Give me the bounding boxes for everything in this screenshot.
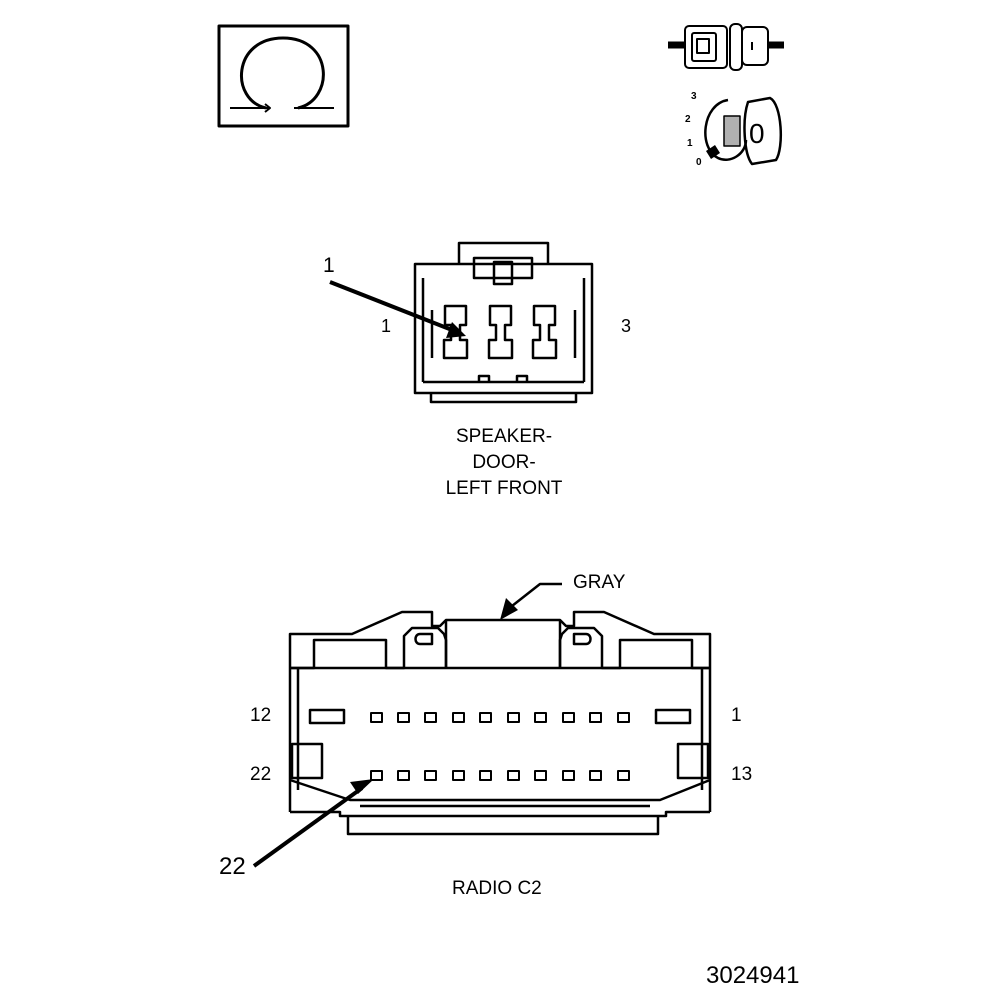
radio-top-cavity: [479, 712, 492, 723]
speaker-cavity-1: [442, 304, 469, 360]
key-position-1: 1: [687, 138, 693, 149]
radio-top-cavity: [507, 712, 520, 723]
radio-top-cavity: [617, 712, 630, 723]
radio-color-label: GRAY: [573, 572, 626, 593]
radio-callout-arrow: [252, 779, 374, 868]
speaker-caption-line-1: SPEAKER-: [455, 426, 553, 447]
speaker-pin-3-label: 3: [621, 316, 632, 336]
radio-top-cavity: [589, 712, 602, 723]
radio-bottom-cavity: [617, 770, 630, 781]
speaker-callout-number: 1: [323, 254, 335, 277]
radio-top-cavity: [397, 712, 410, 723]
radio-top-cavity: [424, 712, 437, 723]
radio-pin-22-label: 22: [250, 764, 272, 785]
radio-pin-1-label: 1: [731, 705, 742, 726]
speaker-caption-line-2: DOOR-: [472, 452, 536, 473]
speaker-callout-arrow: [329, 280, 466, 338]
radio-bottom-cavity: [507, 770, 520, 781]
connector-plug-icon: [668, 23, 784, 71]
radio-bottom-cavity: [370, 770, 383, 781]
radio-top-row-cavities: [370, 712, 630, 723]
speaker-cavity-2: [487, 304, 514, 360]
radio-pin-1-slot: [654, 708, 692, 725]
radio-top-cavity: [562, 712, 575, 723]
radio-pin-13-label: 13: [731, 764, 753, 785]
key-position-2: 2: [685, 114, 691, 125]
gray-leader-arrow: [500, 582, 562, 620]
speaker-pin-1-label: 1: [381, 316, 392, 336]
omega-symbol-icon: [217, 24, 350, 128]
figure-number: 3024941: [706, 962, 800, 989]
radio-bottom-cavity: [562, 770, 575, 781]
radio-pin-12-label: 12: [250, 705, 272, 726]
key-position-3: 3: [691, 91, 697, 102]
key-position-0: 0: [696, 157, 702, 168]
radio-top-cavity: [452, 712, 465, 723]
radio-bottom-cavity: [479, 770, 492, 781]
speaker-cavity-3: [531, 304, 558, 360]
radio-pin-12-slot: [308, 708, 346, 725]
radio-connector-body: [288, 610, 712, 836]
radio-bottom-cavity: [589, 770, 602, 781]
radio-bottom-row-cavities: [370, 770, 630, 781]
speaker-caption-line-3: LEFT FRONT: [445, 478, 563, 499]
speaker-connector-body: [413, 241, 594, 404]
radio-top-cavity: [370, 712, 383, 723]
key-switch-position-label: 0: [749, 118, 765, 149]
speaker-caption: SPEAKER- DOOR- LEFT FRONT: [404, 424, 604, 502]
radio-caption: RADIO C2: [452, 878, 542, 899]
radio-bottom-cavity: [424, 770, 437, 781]
radio-callout-number: 22: [219, 853, 246, 880]
radio-top-cavity: [534, 712, 547, 723]
radio-bottom-cavity: [534, 770, 547, 781]
radio-bottom-cavity: [397, 770, 410, 781]
key-switch-icon: [704, 96, 782, 166]
radio-bottom-cavity: [452, 770, 465, 781]
